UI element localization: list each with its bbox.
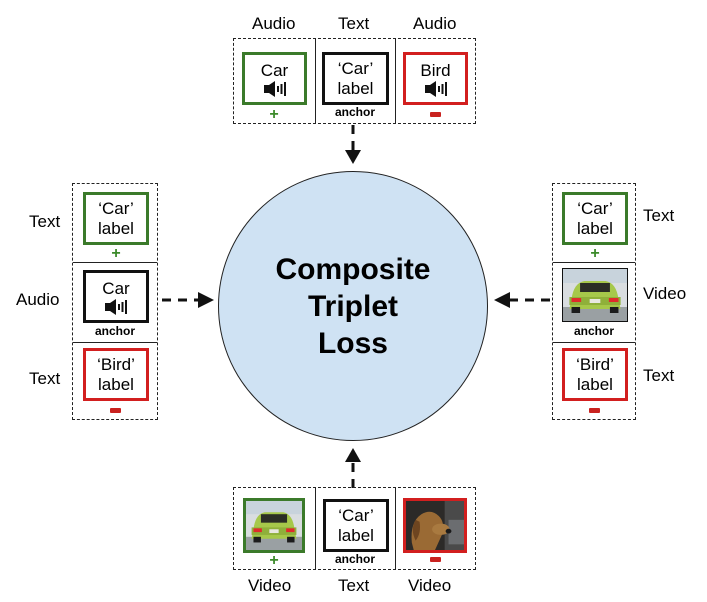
right-positive-text-line-2: label (577, 218, 613, 238)
top-positive-audio-box: Car (242, 52, 307, 105)
left-negative-text-line-1: ‘Bird’ (97, 354, 135, 374)
right-positive-text-box: ‘Car’ label (562, 192, 628, 245)
right-negative-text-line-2: label (577, 374, 613, 394)
top-triplet-group: Car + ‘Car’ label anchor Bird (233, 38, 476, 124)
dog-in-car-photo (406, 501, 464, 550)
car-rear-photo (563, 269, 627, 321)
title-line-2: Triplet (307, 289, 398, 323)
arrowhead-left (198, 292, 214, 308)
arrowhead-right (494, 292, 510, 308)
left-triplet-group: ‘Car’ label + Car anchor ‘Bird’ label (72, 183, 158, 420)
left-positive-text-box: ‘Car’ label (83, 192, 149, 245)
arrowhead-bottom (345, 448, 361, 462)
bottom-label-1: Video (248, 576, 292, 595)
right-negative-text-box: ‘Bird’ label (562, 348, 628, 401)
left-anchor-audio-box: Car (83, 270, 149, 323)
plus-icon: + (111, 245, 121, 262)
bottom-label-3: Video (408, 576, 452, 595)
left-negative-text-box: ‘Bird’ label (83, 348, 149, 401)
bottom-anchor-text-line-1: ‘Car’ (338, 505, 374, 525)
bottom-anchor-text-line-2: label (338, 525, 374, 545)
bottom-triplet-group: + ‘Car’ label anchor (233, 487, 476, 570)
speaker-icon (264, 81, 286, 97)
composite-triplet-loss-circle: Composite Triplet Loss (218, 171, 488, 441)
left-negative-text-line-2: label (98, 374, 134, 394)
bottom-divider-1 (315, 488, 316, 569)
top-label-2: Text (338, 14, 370, 33)
top-divider-1 (315, 39, 316, 123)
speaker-icon (105, 299, 127, 315)
arrowhead-top (345, 150, 361, 164)
top-anchor-label: anchor (334, 105, 375, 119)
left-positive-text-line-2: label (98, 218, 134, 238)
right-label-2: Video (643, 284, 687, 303)
top-anchor-text-line-1: ‘Car’ (337, 58, 374, 78)
top-label-3: Audio (413, 14, 457, 33)
top-negative-audio-text: Bird (420, 60, 451, 80)
left-anchor-audio-text: Car (102, 278, 130, 298)
minus-icon (110, 408, 121, 413)
title-line-3: Loss (317, 326, 388, 360)
left-label-1: Text (29, 212, 61, 231)
plus-icon: + (269, 552, 279, 569)
plus-icon: + (590, 245, 600, 262)
left-anchor-label: anchor (94, 324, 135, 338)
top-negative-audio-box: Bird (403, 52, 468, 105)
bottom-negative-video-thumbnail (403, 498, 467, 553)
right-divider-2 (553, 342, 635, 343)
title-line-1: Composite (275, 252, 431, 286)
bottom-divider-2 (395, 488, 396, 569)
right-label-3: Text (643, 366, 675, 385)
bottom-positive-video-thumbnail (243, 498, 305, 553)
bottom-anchor-text-box: ‘Car’ label (323, 499, 389, 552)
top-label-1: Audio (252, 14, 296, 33)
right-negative-text-line-1: ‘Bird’ (576, 354, 614, 374)
right-triplet-group: ‘Car’ label + anchor ‘Bird’ label (552, 183, 636, 420)
bottom-anchor-label: anchor (334, 552, 375, 566)
top-divider-2 (395, 39, 396, 123)
top-anchor-text-box: ‘Car’ label (322, 52, 389, 105)
left-label-2: Audio (16, 290, 60, 309)
speaker-icon (425, 81, 447, 97)
right-positive-text-line-1: ‘Car’ (577, 198, 613, 218)
right-label-1: Text (643, 206, 675, 225)
bottom-label-2: Text (338, 576, 370, 595)
minus-icon (589, 408, 600, 413)
top-positive-audio-text: Car (260, 60, 289, 80)
left-divider-2 (73, 342, 157, 343)
minus-icon (430, 557, 441, 562)
left-label-3: Text (29, 369, 61, 388)
top-anchor-text-line-2: label (337, 78, 374, 98)
right-divider-1 (553, 262, 635, 263)
right-anchor-label: anchor (573, 324, 614, 338)
right-anchor-video-thumbnail (562, 268, 628, 322)
left-positive-text-line-1: ‘Car’ (98, 198, 134, 218)
composite-triplet-loss-title: Composite Triplet Loss (275, 251, 430, 362)
minus-icon (430, 112, 441, 117)
plus-icon: + (269, 106, 279, 123)
car-rear-photo (246, 501, 302, 550)
left-divider-1 (73, 262, 157, 263)
